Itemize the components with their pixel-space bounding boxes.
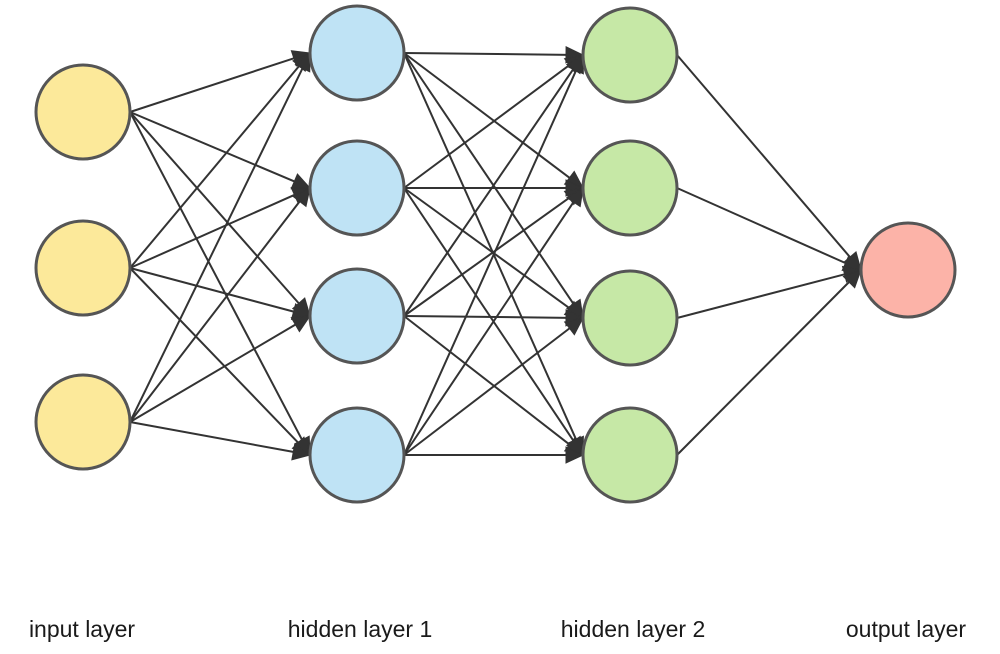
neuron-node-input-3[interactable] [34,373,132,471]
neuron-node-hidden2-3[interactable] [581,269,679,367]
layer-label-hidden2: hidden layer 2 [561,616,706,642]
neuron-node-output-1[interactable] [859,221,957,319]
connection-edge [403,309,585,327]
connection-edge [129,187,312,269]
edges-group [129,46,863,464]
neuron-node-hidden2-1[interactable] [581,6,679,104]
edge-arrowhead-icon [292,187,311,208]
connection-edge [676,269,862,456]
connection-edge [676,265,863,319]
layer-label-input: input layer [29,616,135,642]
connection-edge [129,187,311,423]
edge-arrowhead-icon [565,187,584,208]
connection-edge [129,51,311,423]
neuron-node-input-1[interactable] [34,63,132,161]
layer-labels-group: input layer hidden layer 1 hidden layer 2 o… [29,616,966,642]
connection-edge [403,317,584,456]
neuron-node-hidden2-2[interactable] [581,139,679,237]
nodes-group [34,4,957,504]
layer-label-hidden1: hidden layer 1 [288,616,433,642]
edge-arrowhead-icon [291,443,312,461]
layer-label-output: output layer [846,616,967,642]
neuron-node-input-2[interactable] [34,219,132,317]
connection-edge [403,187,584,456]
connection-edge [129,421,312,461]
connection-edge [676,187,863,271]
connection-edge [403,46,585,64]
neuron-node-hidden1-4[interactable] [308,406,406,504]
neuron-node-hidden1-3[interactable] [308,267,406,365]
neuron-node-hidden2-4[interactable] [581,406,679,504]
connection-edge [129,111,312,190]
connection-edge [129,267,312,320]
connection-edge [129,50,312,113]
connection-edge [676,54,862,271]
neuron-node-hidden1-1[interactable] [308,4,406,102]
connection-edge [404,179,585,197]
edge-arrowhead-icon [565,446,585,464]
connection-edge [129,315,312,423]
connection-edge [404,446,585,464]
edge-arrowhead-icon [290,315,312,333]
neuron-node-hidden1-2[interactable] [308,139,406,237]
edge-arrowhead-icon [563,317,584,336]
edge-arrowhead-icon [842,269,862,289]
edge-arrowhead-icon [290,173,312,190]
connection-edge [129,111,311,457]
